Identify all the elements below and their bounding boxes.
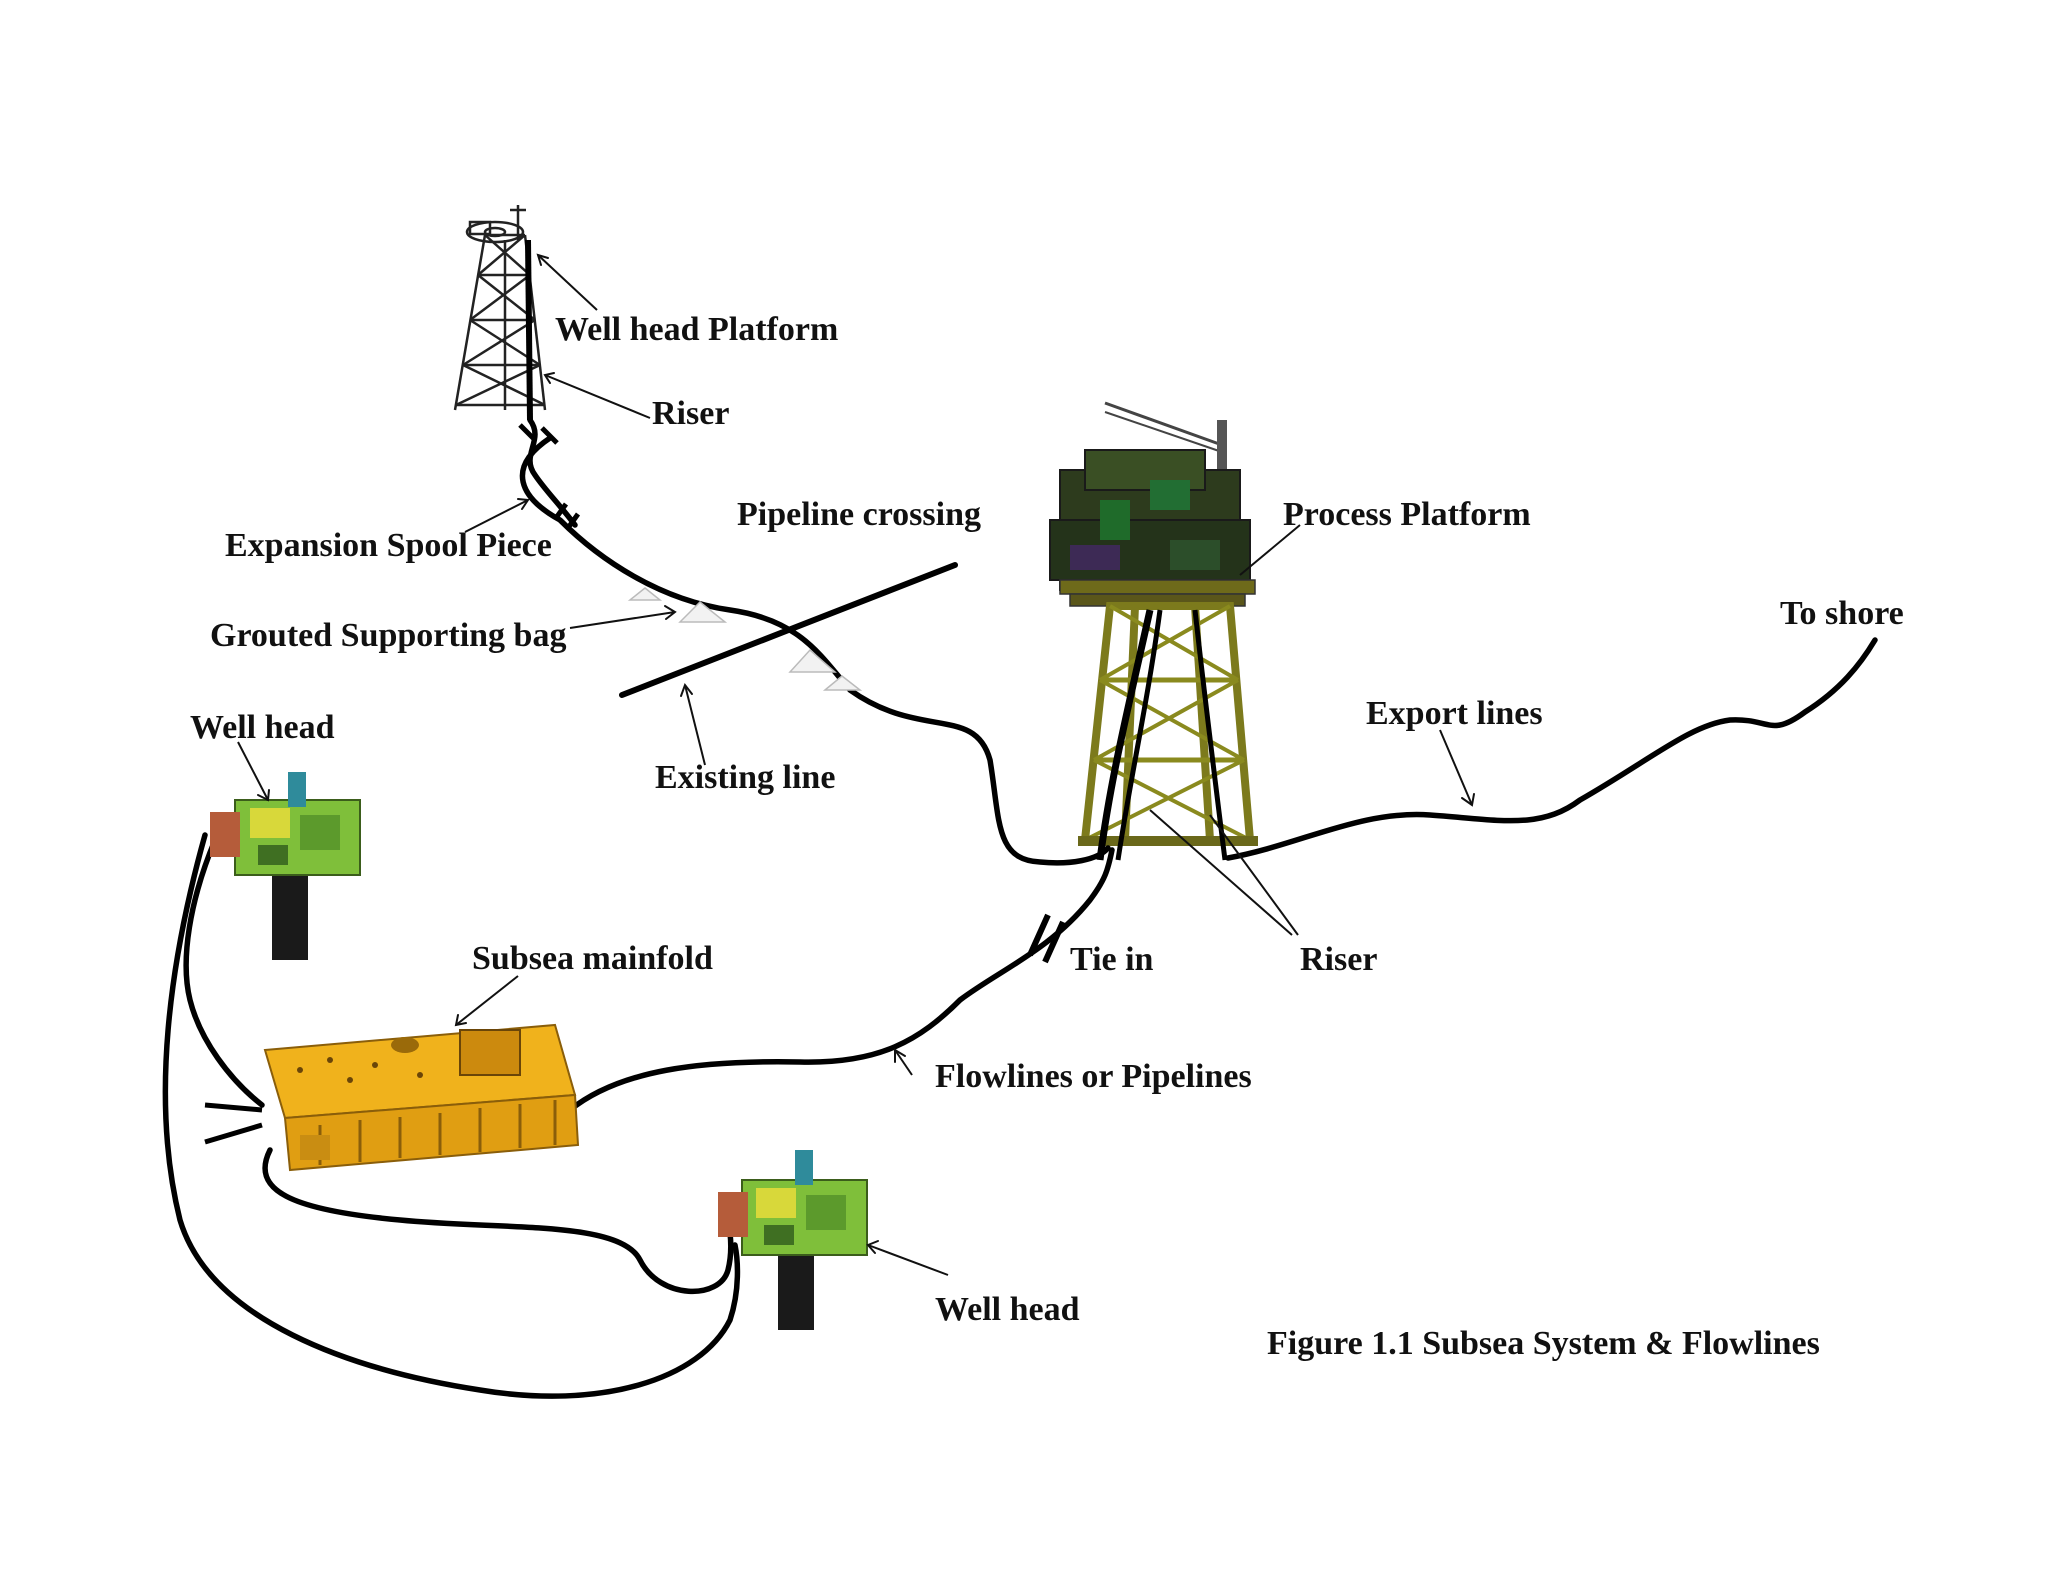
label-well-head-bottom: Well head	[935, 1291, 1080, 1328]
label-existing-line: Existing line	[655, 759, 835, 796]
label-riser-top: Riser	[652, 395, 729, 432]
subsea-manifold	[263, 1023, 580, 1172]
label-tie-in: Tie in	[1070, 941, 1154, 978]
wellhead-platform-riser	[525, 239, 533, 421]
well-head-bottom	[718, 1150, 868, 1330]
flowline-wellhead-left-b	[162, 832, 741, 1399]
well-head-left	[210, 772, 361, 960]
flowline-manifold-to-platform	[567, 847, 1115, 1113]
label-riser-bottom: Riser	[1300, 941, 1377, 978]
process-platform	[1049, 401, 1258, 861]
existing-line	[619, 562, 958, 698]
leader-lines	[237, 253, 1475, 1276]
grouted-supporting-bags	[627, 587, 863, 691]
spool-flange-marks	[518, 423, 581, 530]
label-process-platform: Process Platform	[1283, 496, 1531, 533]
label-export-lines: Export lines	[1366, 695, 1543, 732]
export-line	[1225, 637, 1878, 861]
tie-in-marks	[1027, 913, 1066, 964]
label-well-head-left: Well head	[190, 709, 335, 746]
flowline-wellhead-bottom	[262, 1147, 734, 1294]
manifold-stub-1	[204, 1102, 263, 1113]
label-expansion-spool: Expansion Spool Piece	[225, 527, 552, 564]
label-grouted-bag: Grouted Supporting bag	[210, 617, 566, 654]
label-pipeline-crossing: Pipeline crossing	[737, 496, 981, 533]
label-wellhead-platform: Well head Platform	[555, 311, 838, 348]
label-to-shore: To shore	[1780, 595, 1904, 632]
label-subsea-manifold: Subsea mainfold	[472, 940, 713, 977]
label-flowlines: Flowlines or Pipelines	[935, 1058, 1252, 1095]
figure-caption: Figure 1.1 Subsea System & Flowlines	[1267, 1325, 1820, 1362]
manifold-stub-2	[204, 1122, 263, 1145]
flowline-wellhead-left-a	[183, 837, 265, 1108]
